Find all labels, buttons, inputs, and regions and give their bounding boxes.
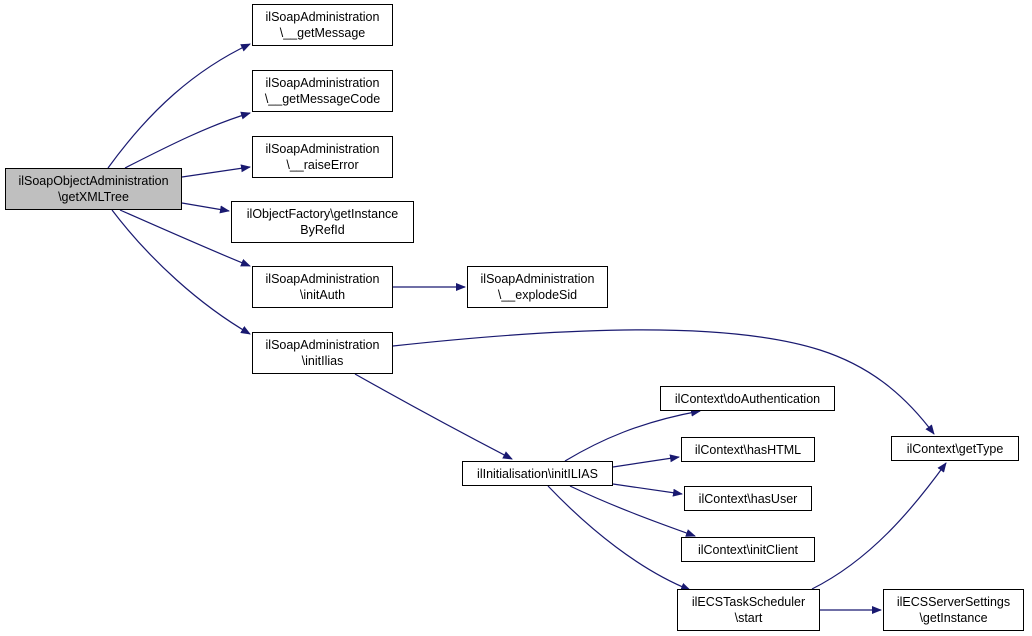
node-ecs-server-settings-line-2: \getInstance [919, 611, 988, 625]
edge-init-ilias-to-has-html [612, 454, 680, 468]
node-init-client[interactable]: ilContext\initClient [681, 537, 815, 562]
edge-init-ilias-to-task-scheduler-start [547, 485, 691, 591]
node-explode-sid-line-2: \__explodeSid [497, 288, 578, 302]
edge-init-ilias-to-do-authentication [564, 408, 701, 462]
node-get-instance-by-ref-id-line-1: ilObjectFactory\getInstance [246, 207, 399, 221]
node-get-instance-by-ref-id-line-2: ByRefId [300, 223, 345, 237]
edge-init-ilias-soap-to-init-ilias [354, 373, 513, 460]
node-raise-error-line-2: \__raiseError [286, 158, 359, 172]
edge-task-scheduler-start-to-get-type [811, 462, 947, 590]
node-raise-error-line-1: ilSoapAdministration [265, 142, 380, 156]
edge-root-to-get-message [107, 43, 251, 169]
node-task-scheduler-start[interactable]: ilECSTaskScheduler \start [677, 589, 820, 631]
node-get-type[interactable]: ilContext\getType [891, 436, 1019, 461]
node-get-message-line-2: \__getMessage [279, 26, 366, 40]
node-has-user[interactable]: ilContext\hasUser [684, 486, 812, 511]
node-init-auth-line-1: ilSoapAdministration [265, 272, 380, 286]
node-ecs-server-settings-line-1: ilECSServerSettings [896, 595, 1011, 609]
node-init-ilias-soap-line-2: \initIlias [301, 354, 344, 368]
edge-layer [107, 43, 947, 614]
edge-root-to-get-instance-by-ref-id [181, 202, 230, 214]
node-get-message-code[interactable]: ilSoapAdministration \__getMessageCode [252, 70, 393, 112]
node-explode-sid-line-1: ilSoapAdministration [480, 272, 595, 286]
edge-root-to-init-auth [119, 209, 251, 267]
node-task-scheduler-start-line-1: ilECSTaskScheduler [691, 595, 806, 609]
node-raise-error[interactable]: ilSoapAdministration \__raiseError [252, 136, 393, 178]
node-root-line-2: \getXMLTree [58, 190, 129, 204]
node-has-user-line-1: ilContext\hasUser [698, 491, 798, 506]
edge-init-ilias-to-init-client [569, 485, 696, 537]
node-task-scheduler-start-line-2: \start [734, 611, 763, 625]
node-init-ilias-soap-line-1: ilSoapAdministration [265, 338, 380, 352]
node-do-authentication[interactable]: ilContext\doAuthentication [660, 386, 835, 411]
node-has-html[interactable]: ilContext\hasHTML [681, 437, 815, 462]
node-init-ilias[interactable]: ilInitialisation\initILIAS [462, 461, 613, 486]
node-init-client-line-1: ilContext\initClient [697, 542, 799, 557]
edge-root-to-init-ilias-soap [111, 209, 251, 335]
node-init-ilias-line-1: ilInitialisation\initILIAS [477, 466, 598, 481]
edge-init-ilias-to-has-user [612, 483, 683, 497]
node-get-message-line-1: ilSoapAdministration [265, 10, 380, 24]
node-get-instance-by-ref-id[interactable]: ilObjectFactory\getInstance ByRefId [231, 201, 414, 243]
node-init-auth-line-2: \initAuth [299, 288, 346, 302]
node-init-ilias-soap[interactable]: ilSoapAdministration \initIlias [252, 332, 393, 374]
node-ecs-server-settings[interactable]: ilECSServerSettings \getInstance [883, 589, 1024, 631]
edge-root-to-raise-error [181, 164, 251, 178]
node-get-message-code-line-1: ilSoapAdministration [265, 76, 380, 90]
node-init-auth[interactable]: ilSoapAdministration \initAuth [252, 266, 393, 308]
node-get-message[interactable]: ilSoapAdministration \__getMessage [252, 4, 393, 46]
edge-init-ilias-soap-to-get-type [392, 329, 935, 435]
node-do-authentication-line-1: ilContext\doAuthentication [674, 391, 821, 406]
node-has-html-line-1: ilContext\hasHTML [694, 442, 802, 457]
node-get-message-code-line-2: \__getMessageCode [264, 92, 381, 106]
node-explode-sid[interactable]: ilSoapAdministration \__explodeSid [467, 266, 608, 308]
node-get-type-line-1: ilContext\getType [906, 441, 1004, 456]
node-root: ilSoapObjectAdministration \getXMLTree [5, 168, 182, 210]
edge-root-to-get-message-code [124, 111, 251, 169]
node-root-line-1: ilSoapObjectAdministration [18, 174, 169, 188]
